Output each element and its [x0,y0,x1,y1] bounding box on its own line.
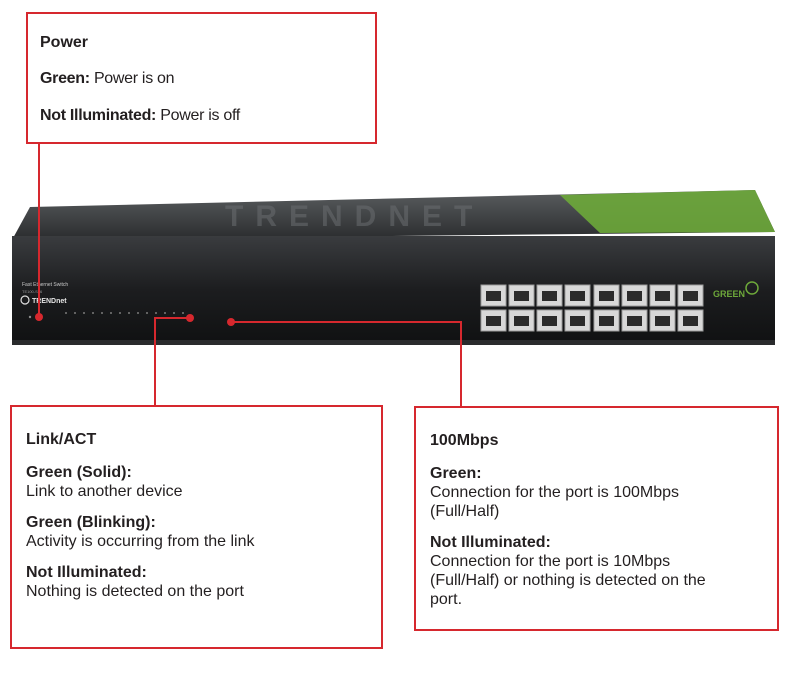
top-brand-emboss: TRENDNET [225,200,484,233]
led-row [65,312,184,314]
link-solid-head: Green (Solid): [26,464,132,481]
power-off-text: Power is off [160,107,240,124]
link-solid-text: Link to another device [26,483,183,500]
link-leader-h [155,317,190,319]
speed-off-group: Not Illuminated: Connection for the port… [430,533,777,609]
switch-illustration: TRENDNET Fast Ethernet Switch TE100-S16 … [12,190,775,345]
speed-title: 100Mbps [430,432,499,449]
speed-callout: 100Mbps Green: Connection for the port i… [414,406,779,631]
power-title: Power [40,34,89,51]
link-off-text: Nothing is detected on the port [26,583,244,600]
speed-off-text-3: port. [430,591,463,608]
green-leaf-icon [745,281,759,295]
link-off-group: Not Illuminated: Nothing is detected on … [26,563,381,601]
link-blink-group: Green (Blinking): Activity is occurring … [26,513,381,551]
link-blink-text: Activity is occurring from the link [26,533,255,550]
model-label: Fast Ethernet Switch [22,282,68,288]
link-leader-v [154,317,156,406]
trendnet-logo-icon [20,295,30,305]
link-off-head: Not Illuminated: [26,564,147,581]
model-number: TE100-S16 [22,289,43,294]
link-solid-group: Green (Solid): Link to another device [26,463,381,501]
speed-green-group: Green: Connection for the port is 100Mbp… [430,464,777,521]
power-leader-line [38,144,40,318]
speed-leader-v [460,321,462,407]
link-act-title: Link/ACT [26,431,97,448]
port-openings [486,291,698,326]
front-logo: TRENDnet [32,298,67,305]
speed-leader-h [231,321,461,323]
link-act-callout: Link/ACT Green (Solid): Link to another … [10,405,383,649]
green-strip [560,190,775,233]
speed-green-text-2: (Full/Half) [430,503,500,520]
green-logo: GREEN [713,289,745,299]
power-green-row: Green: Power is on [40,70,375,88]
power-off-row: Not Illuminated: Power is off [40,107,375,125]
power-callout: Power Green: Power is on Not Illuminated… [26,12,377,144]
power-green-text: Power is on [93,70,175,87]
speed-green-head: Green: [430,465,482,482]
link-leader-dot [186,314,194,322]
speed-off-head: Not Illuminated: [430,534,551,551]
link-blink-head: Green (Blinking): [26,514,156,531]
speed-off-text-2: (Full/Half) or nothing is detected on th… [430,572,706,589]
speed-off-text-1: Connection for the port is 10Mbps [430,553,671,570]
power-green-label: Green: [40,70,90,87]
switch-front-panel [12,236,775,344]
power-off-label: Not Illuminated: [40,107,157,124]
power-led [28,315,32,319]
speed-green-text-1: Connection for the port is 100Mbps [430,484,680,501]
power-leader-dot [35,313,43,321]
